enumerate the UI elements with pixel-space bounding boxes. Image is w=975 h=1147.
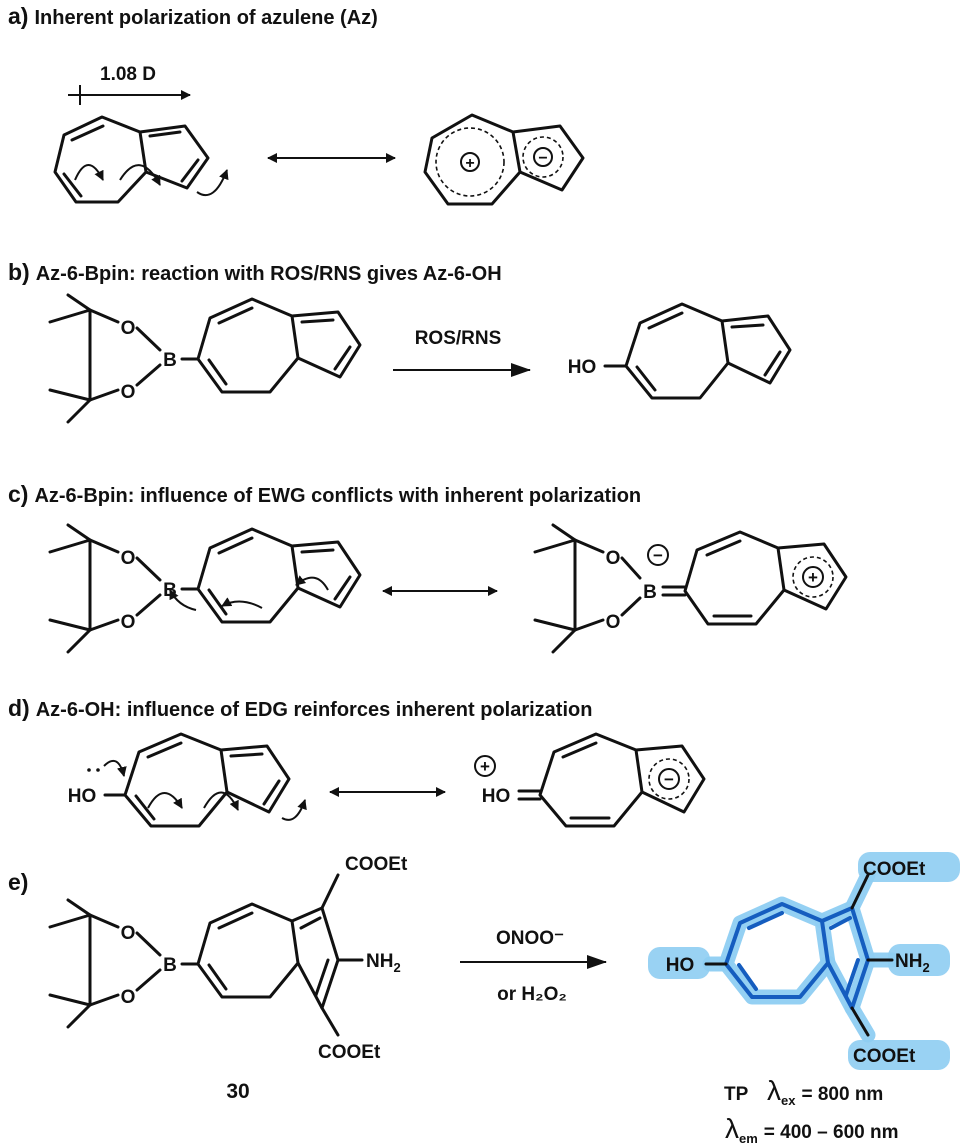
panel-d-title: d)Az-6-OH: influence of EDG reinforces i…	[8, 695, 592, 721]
svg-text:COOEt: COOEt	[853, 1046, 916, 1067]
oxonium-structure-d2: + HO −	[474, 732, 706, 828]
panel-a-title: a)Inherent polarization of azulene (Az)	[8, 3, 378, 29]
excitation-wavelength: λex= 800 nm	[767, 1075, 883, 1108]
svg-text:HO: HO	[68, 786, 97, 807]
panel-e-letter: e)	[8, 869, 28, 895]
probe-30-structure: O O B COOEt NH2 COOEt	[48, 854, 408, 1063]
hydroxyazulene-structure-d1: HO	[68, 732, 307, 828]
svg-text:HO: HO	[482, 786, 511, 807]
svg-text:B: B	[643, 582, 657, 603]
bpin-azulene-structure-c1: O O B	[48, 523, 362, 654]
svg-text:O: O	[121, 548, 136, 569]
reagent-peroxynitrite: ONOO⁻	[496, 928, 564, 949]
svg-text:HO: HO	[666, 955, 695, 976]
boronate-structure-c2: O O B − +	[533, 523, 848, 654]
fluorescent-product-tp-structure: HO COOEt NH2 COOEt	[648, 852, 960, 1070]
panel-b: b)Az-6-Bpin: reaction with ROS/RNS gives…	[8, 259, 792, 424]
svg-text:−: −	[653, 546, 663, 565]
minus-charge: −	[538, 150, 547, 167]
svg-text:HO: HO	[568, 357, 597, 378]
svg-text:B: B	[163, 955, 177, 976]
svg-text:O: O	[121, 987, 136, 1008]
svg-text:O: O	[606, 612, 621, 633]
azulene-structure-a1	[53, 115, 229, 204]
panel-a: a)Inherent polarization of azulene (Az) …	[8, 3, 585, 206]
panel-c: c)Az-6-Bpin: influence of EWG conflicts …	[8, 481, 848, 654]
compound-number: 30	[226, 1080, 249, 1103]
svg-text:COOEt: COOEt	[863, 859, 926, 880]
reagent-hydrogen-peroxide: or H₂O₂	[497, 984, 567, 1005]
svg-text:+: +	[808, 568, 818, 587]
svg-text:O: O	[121, 612, 136, 633]
svg-text:+: +	[480, 757, 490, 776]
svg-text:NH2: NH2	[895, 951, 930, 975]
hydroxyazulene-structure-b: HO	[568, 302, 792, 400]
svg-text:O: O	[121, 923, 136, 944]
svg-text:O: O	[121, 382, 136, 403]
svg-text:O: O	[606, 548, 621, 569]
dipole-arrow: 1.08 D	[68, 64, 191, 105]
dipole-label: 1.08 D	[100, 64, 156, 85]
product-label-tp: TP	[724, 1084, 749, 1105]
azulene-structure-a2: + −	[423, 113, 585, 206]
svg-text:COOEt: COOEt	[318, 1042, 381, 1063]
panel-c-title: c)Az-6-Bpin: influence of EWG conflicts …	[8, 481, 641, 507]
svg-text:−: −	[664, 770, 674, 789]
panel-e: e) O O B COOEt NH2 COOEt	[8, 852, 960, 1146]
svg-text:NH2: NH2	[366, 951, 401, 975]
svg-text:COOEt: COOEt	[345, 854, 408, 875]
reagent-ros-rns: ROS/RNS	[415, 328, 502, 349]
svg-text:B: B	[163, 350, 177, 371]
plus-charge: +	[465, 155, 474, 172]
svg-text:O: O	[121, 318, 136, 339]
bpin-azulene-structure-b: O O B	[48, 293, 362, 424]
panel-d: d)Az-6-OH: influence of EDG reinforces i…	[8, 695, 706, 828]
panel-b-title: b)Az-6-Bpin: reaction with ROS/RNS gives…	[8, 259, 502, 285]
emission-wavelength: λem= 400 – 600 nm	[725, 1113, 898, 1146]
